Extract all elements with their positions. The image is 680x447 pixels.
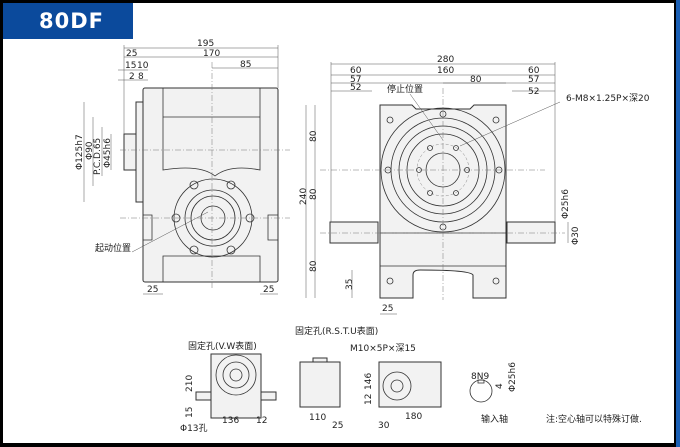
- stop-position-label: 停止位置: [387, 83, 423, 95]
- dim-15: 15: [125, 61, 136, 71]
- dim-280: 280: [437, 55, 454, 65]
- hole-label: Φ13孔: [180, 423, 208, 434]
- dim-80-upper: 80: [309, 130, 319, 142]
- blue-edge-strip: [676, 0, 680, 447]
- dim-10: 10: [137, 61, 149, 71]
- shaft-label: 输入轴: [481, 413, 508, 425]
- dim-57-right: 57: [528, 75, 539, 85]
- dim-80-middle: 80: [309, 188, 319, 200]
- rstu-label: 固定孔(R.S.T.U表面): [295, 325, 378, 337]
- dim-35: 35: [345, 279, 355, 290]
- rstu-dim-12: 12: [364, 394, 374, 405]
- dim-57-left: 57: [350, 75, 361, 85]
- side-shaft: [123, 133, 137, 171]
- tap-callout: 6-M8×1.25P×深20: [566, 93, 650, 104]
- dim-25-left: 25: [147, 285, 158, 295]
- input-shaft-right: [506, 221, 556, 244]
- vw-housing: [210, 353, 262, 419]
- side-view: 195 170 85 25 15 10 2 8 Φ125h7 Φ90 P.C.D…: [75, 39, 290, 295]
- rstu-dim-25: 25: [332, 421, 343, 431]
- rstu-dim-180: 180: [405, 412, 422, 422]
- note: 注:空心轴可以特殊订做.: [546, 413, 642, 425]
- dim-80-top: 80: [470, 75, 482, 85]
- dim-8: 8: [138, 72, 144, 82]
- front-view: 280 60 160 60 57 80 57 52 52 停止位置 6-M8×1…: [299, 55, 650, 315]
- vw-dim-136: 136: [222, 416, 239, 426]
- input-shaft-section: 8N9 4 Φ25h6 输入轴: [469, 362, 518, 425]
- dim-52-left: 52: [350, 83, 361, 93]
- vw-dim-12: 12: [256, 416, 267, 426]
- rstu-dim-146: 146: [364, 373, 374, 390]
- dim-52-right: 52: [528, 87, 539, 97]
- dim-phi125h7: Φ125h7: [75, 134, 85, 170]
- rstu-views: 固定孔(R.S.T.U表面) M10×5P×深15 110 25 146 12 …: [295, 325, 442, 431]
- side-flange: [135, 101, 144, 203]
- input-shaft-left: [329, 221, 379, 244]
- dim-240: 240: [299, 188, 309, 205]
- rstu-end-view: [299, 361, 341, 408]
- rstu-callout: M10×5P×深15: [350, 343, 416, 354]
- shaft-dim-8n9: 8N9: [471, 372, 489, 382]
- dim-phi25h6: Φ25h6: [561, 189, 571, 219]
- dim-25: 25: [126, 49, 137, 59]
- shaft-dim-4: 4: [495, 383, 505, 389]
- vw-label: 固定孔(V.W表面): [188, 340, 257, 352]
- vw-dim-210: 210: [185, 375, 195, 392]
- dim-160: 160: [437, 66, 454, 76]
- dim-phi90: Φ90: [85, 141, 95, 160]
- shaft-dim-phi25h6: Φ25h6: [508, 362, 518, 392]
- dim-60-right: 60: [528, 66, 540, 76]
- rstu-side-view: [378, 361, 442, 408]
- dim-pcd65: P.C.D.65: [93, 138, 103, 175]
- dim-phi45h6: Φ45h6: [103, 138, 113, 168]
- dim-195: 195: [197, 39, 214, 49]
- model-title: 80DF: [3, 3, 133, 39]
- dim-2: 2: [129, 72, 135, 82]
- dim-25-right: 25: [263, 285, 274, 295]
- start-position-label: 起动位置: [95, 242, 131, 254]
- dim-80-lower: 80: [309, 260, 319, 272]
- dim-85: 85: [240, 60, 251, 70]
- side-upper-recess: [162, 88, 261, 177]
- vw-dim-15: 15: [185, 407, 195, 418]
- dim-170: 170: [203, 49, 220, 59]
- vw-view: 固定孔(V.W表面) 210 15 136 12 Φ13孔: [180, 340, 277, 434]
- dim-phi30: Φ30: [571, 226, 581, 245]
- rstu-dim-110: 110: [309, 413, 326, 423]
- dim-25-bottom: 25: [382, 304, 393, 314]
- rstu-dim-30: 30: [378, 421, 390, 431]
- dim-60-left: 60: [350, 66, 362, 76]
